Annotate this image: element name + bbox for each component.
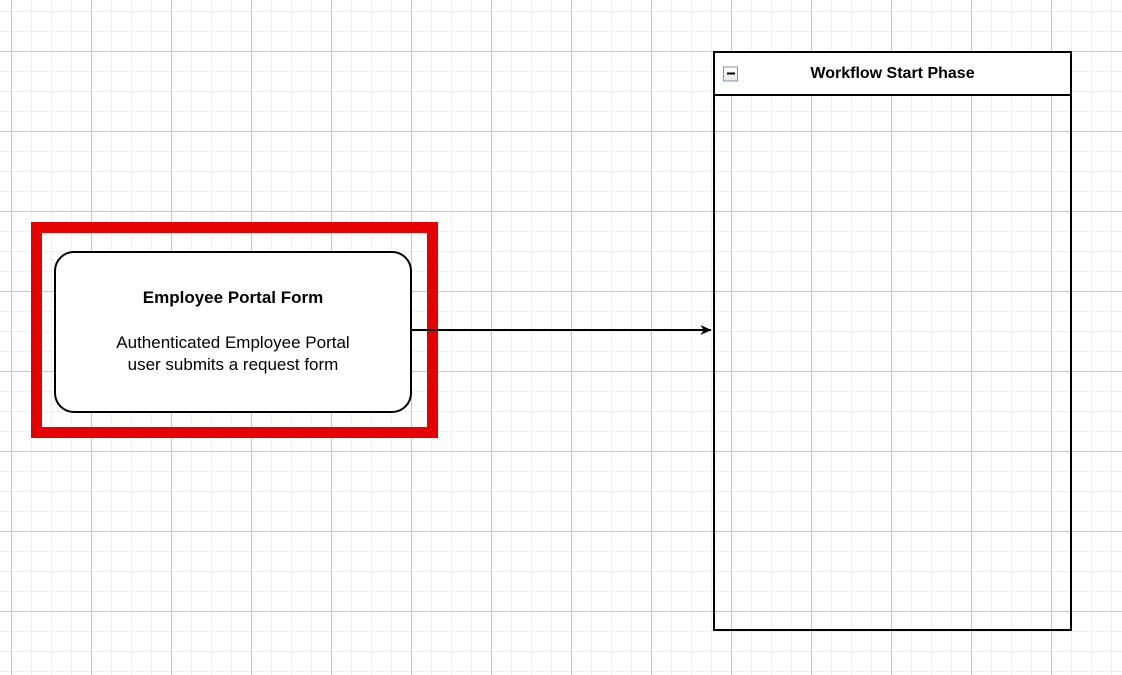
container-title: Workflow Start Phase — [810, 64, 975, 82]
node-employee-portal-form[interactable]: Employee Portal Form Authenticated Emplo… — [54, 251, 412, 413]
container-workflow-start-phase[interactable]: Workflow Start Phase — [713, 51, 1072, 631]
container-header[interactable]: Workflow Start Phase — [715, 53, 1070, 96]
minus-icon[interactable] — [723, 66, 738, 81]
node-description-line-1: Authenticated Employee Portal — [116, 333, 350, 353]
connector-form-to-phase[interactable] — [404, 310, 724, 354]
node-description: Authenticated Employee Portal user submi… — [63, 332, 403, 376]
node-title: Employee Portal Form — [142, 287, 324, 307]
minus-bar — [726, 72, 735, 75]
node-description-line-2: user submits a request form — [127, 355, 339, 375]
container-body[interactable] — [715, 96, 1070, 629]
